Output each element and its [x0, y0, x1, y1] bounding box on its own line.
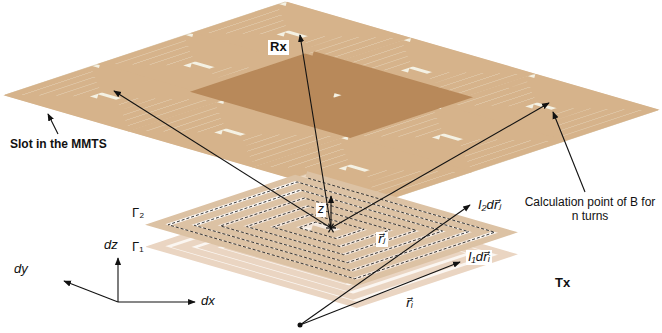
- figure-label: dy: [12, 262, 30, 277]
- rj-vector: [300, 205, 470, 325]
- origin-dot: [298, 323, 303, 328]
- figure-label: dx: [199, 294, 217, 309]
- figure-label: I₁dr⃗ᵢ: [466, 250, 492, 265]
- figure-label: Slot in the MMTS: [8, 138, 109, 152]
- figure-label: dz: [102, 238, 120, 253]
- leader-arrow: [553, 112, 585, 192]
- figure-label: r⃗ᵢ: [404, 296, 415, 311]
- source-point: [329, 224, 334, 233]
- position-vector: [114, 91, 331, 228]
- source-point: [329, 224, 334, 233]
- figure-label: I₂dr⃗ⱼ: [476, 198, 503, 213]
- tx-layer-2: [155, 174, 508, 283]
- leader-arrow: [48, 114, 58, 134]
- integration-path: [168, 178, 495, 279]
- position-vector: [300, 35, 331, 228]
- axis-arrow: [117, 258, 118, 302]
- coil-drawing: [5, 2, 658, 328]
- z-vector: [330, 196, 331, 228]
- figure-label: Rx: [268, 40, 289, 55]
- position-vector: [331, 103, 549, 228]
- figure-label: z: [316, 203, 326, 217]
- figure-label: Calculation point of B for n turns: [522, 196, 658, 224]
- figure-label: r⃗ⱼ: [376, 232, 388, 247]
- figure-label: Γ₂: [130, 206, 146, 221]
- axis-arrow: [64, 281, 118, 302]
- ri-vector: [300, 262, 460, 325]
- tx-coil-gamma2: [155, 174, 508, 283]
- figure-label: Γ₁: [130, 240, 146, 255]
- mmts-plane: [5, 2, 658, 203]
- figure-label: Tx: [553, 276, 572, 291]
- axis-arrow: [118, 301, 195, 302]
- rx-coil: [201, 54, 462, 134]
